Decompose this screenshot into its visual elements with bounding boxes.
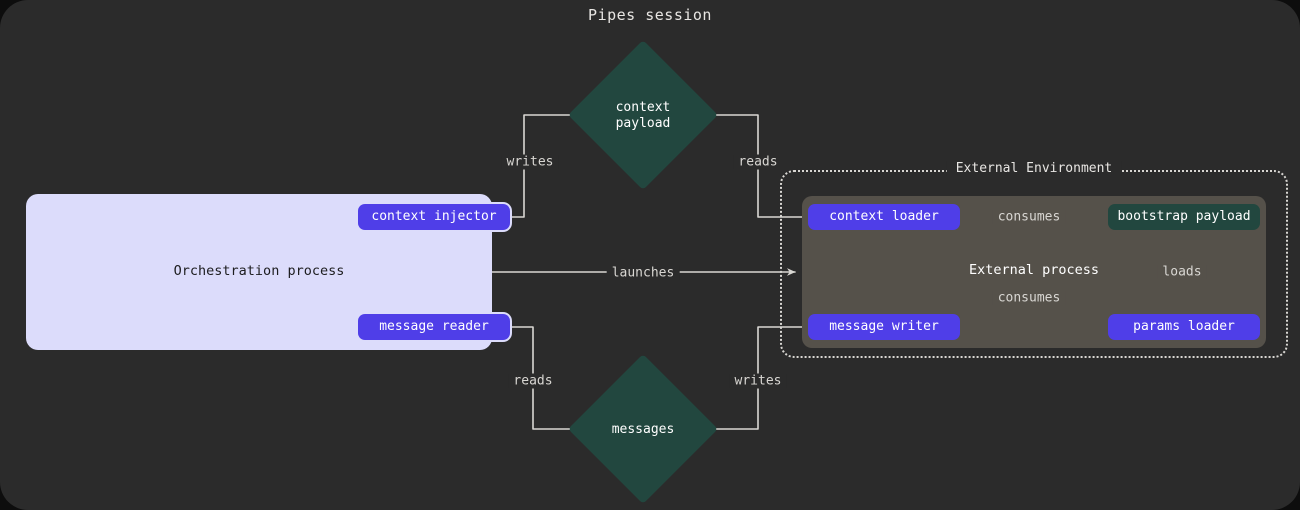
store-context-payload-line1: context bbox=[615, 100, 671, 115]
node-message-reader[interactable]: message reader bbox=[358, 314, 510, 340]
edge-label-reads-context: reads bbox=[733, 154, 783, 170]
edge-label-reads-messages: reads bbox=[508, 373, 558, 389]
edge-label-consumes-message: consumes bbox=[992, 290, 1066, 306]
external-environment-label: External Environment bbox=[946, 161, 1122, 176]
store-messages-label: messages bbox=[558, 422, 728, 438]
edge-label-consumes-context: consumes bbox=[992, 209, 1066, 225]
node-message-writer[interactable]: message writer bbox=[808, 314, 960, 340]
external-process-label: External process bbox=[968, 262, 1100, 278]
store-messages-line1: messages bbox=[611, 422, 675, 437]
edge-label-writes-context: writes bbox=[501, 154, 559, 170]
node-bootstrap-payload[interactable]: bootstrap payload bbox=[1108, 204, 1260, 230]
edge-label-launches: launches bbox=[606, 265, 680, 281]
edge-label-writes-messages: writes bbox=[729, 373, 787, 389]
store-context-payload-line2: payload bbox=[615, 116, 671, 131]
external-environment-box: External Environment bbox=[780, 161, 1288, 358]
orchestration-process-label: Orchestration process bbox=[173, 263, 345, 279]
store-context-payload-label: context payload bbox=[558, 100, 728, 132]
node-context-injector[interactable]: context injector bbox=[358, 204, 510, 230]
node-context-loader[interactable]: context loader bbox=[808, 204, 960, 230]
page-title: Pipes session bbox=[588, 6, 712, 24]
edge-label-loads-params: loads bbox=[1157, 264, 1207, 280]
node-params-loader[interactable]: params loader bbox=[1108, 314, 1260, 340]
orchestration-process-box: Orchestration process context injector m… bbox=[26, 194, 510, 350]
